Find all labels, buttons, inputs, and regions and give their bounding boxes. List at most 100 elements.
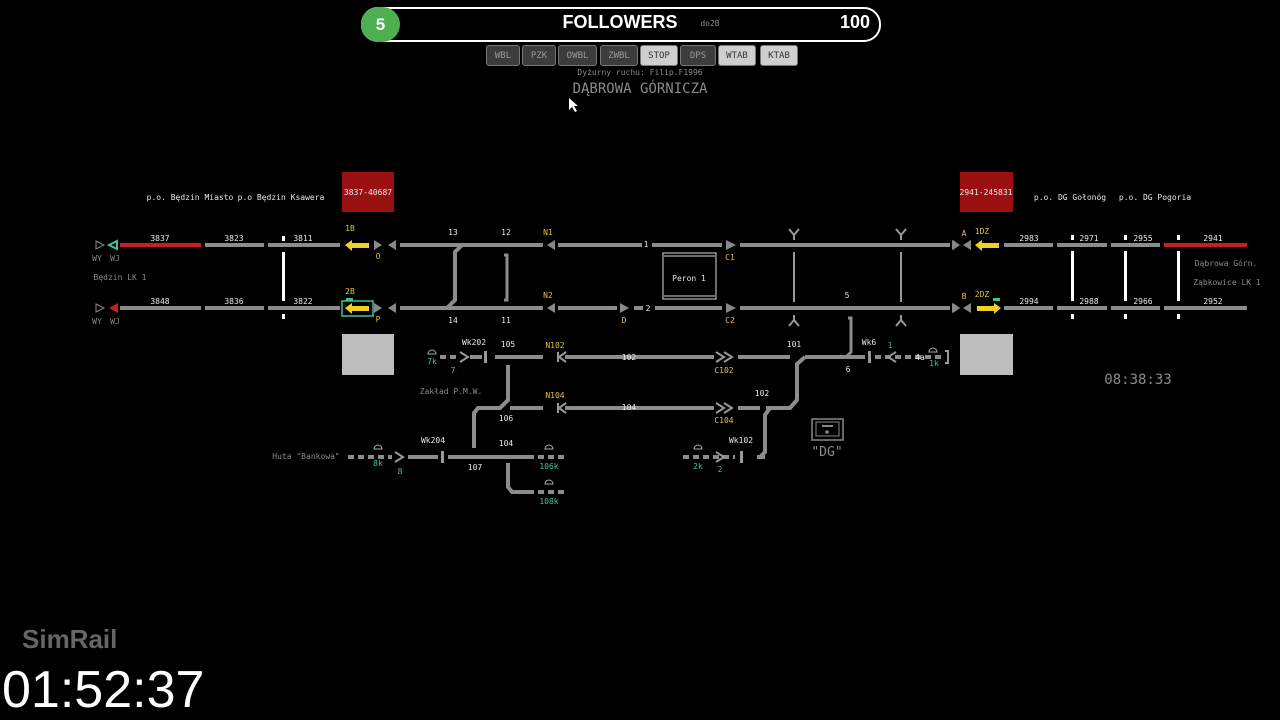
switch-label: 11 <box>501 316 511 325</box>
game-clock: 08:38:33 <box>1104 372 1171 388</box>
arrow-left-icon[interactable] <box>345 303 369 314</box>
signal-label: N1 <box>543 228 553 237</box>
switch-wk102[interactable] <box>757 406 772 459</box>
shunt-signal-1-icon[interactable] <box>886 351 897 363</box>
shunt-signal-2-icon[interactable] <box>715 451 726 463</box>
crossing-markers <box>788 228 907 327</box>
signal-n1-icon[interactable] <box>547 240 555 250</box>
signal-b-exit-icon[interactable] <box>952 303 960 313</box>
signal-label: C104 <box>714 416 733 425</box>
switch-label: 106 <box>499 414 514 423</box>
arrow-left-icon[interactable] <box>975 240 999 251</box>
shunt-label: Wk102 <box>729 436 753 445</box>
buffer-stop-icon <box>945 350 949 364</box>
signal-2b-label: 2B <box>345 287 355 296</box>
stop-button[interactable]: STOP <box>640 45 678 66</box>
signal-label: N104 <box>545 391 564 400</box>
signal-label: A <box>962 229 967 238</box>
shunt-label: 7 <box>451 366 456 375</box>
switch-label: 107 <box>468 463 483 472</box>
signal-label: C2 <box>725 316 735 325</box>
shunt-mark: 8k <box>373 459 383 468</box>
signal-n102-icon[interactable] <box>557 351 567 363</box>
empty-train-box-left[interactable] <box>342 334 394 375</box>
arrow-left-icon[interactable] <box>345 240 369 251</box>
train-number-right: 2941-245831 <box>960 188 1013 197</box>
station-bedzin-miasto: p.o. Będzin Miasto <box>147 193 234 202</box>
shunt-end-icon <box>373 444 383 450</box>
signal-a-icon[interactable] <box>963 240 971 250</box>
switch-label: 102 <box>755 389 770 398</box>
block-label: 3837 <box>150 234 169 243</box>
shunt-signal-wk102[interactable] <box>740 451 743 463</box>
shunt-signal-wk202[interactable] <box>484 351 487 363</box>
switch-branch-108[interactable] <box>506 463 534 494</box>
wj-top-icon[interactable] <box>106 239 118 251</box>
line-label-left: Będzin LK 1 <box>94 273 147 282</box>
train-box-right[interactable] <box>960 172 1013 212</box>
shunt-mark: 108k <box>539 497 558 506</box>
signal-entry-icon[interactable] <box>388 240 396 250</box>
switch-label: 104 <box>499 439 514 448</box>
status-marker <box>346 298 353 301</box>
block-label: 2966 <box>1133 297 1152 306</box>
signal-n104-icon[interactable] <box>557 402 567 414</box>
signal-c2-icon[interactable] <box>726 303 736 313</box>
switch-5-6[interactable] <box>844 316 853 359</box>
station-title: DĄBROWA GÓRNICZA <box>573 79 708 97</box>
empty-train-box-right[interactable] <box>960 334 1013 375</box>
owbl-button[interactable]: OWBL <box>558 45 597 66</box>
switch-label: 14 <box>448 316 458 325</box>
shunt-signal-8-icon[interactable] <box>394 451 405 463</box>
siding-label: Huta "Bankowa" <box>272 452 339 461</box>
shunt-signal-7-icon[interactable] <box>459 351 470 363</box>
switch-13-14[interactable] <box>445 243 470 310</box>
switch-label: 6 <box>846 365 851 374</box>
signal-d-icon[interactable] <box>620 303 629 313</box>
shunt-mark: 1k <box>929 359 939 368</box>
block-label: 2955 <box>1133 234 1152 243</box>
signal-p-icon[interactable] <box>374 303 382 313</box>
signal-n2-icon[interactable] <box>547 303 555 313</box>
dg-station-icon[interactable] <box>811 418 844 441</box>
selected-signal-frame[interactable] <box>341 300 374 317</box>
signal-a-exit-icon[interactable] <box>952 240 960 250</box>
wy-bottom-icon[interactable] <box>95 303 106 313</box>
switch-105-106[interactable] <box>472 365 510 448</box>
zwbl-button[interactable]: ZWBL <box>600 45 638 66</box>
signal-o-icon[interactable] <box>374 240 382 250</box>
track-label: 102 <box>622 353 637 362</box>
dps-button[interactable]: DPS <box>680 45 716 66</box>
arrow-right-icon[interactable] <box>977 303 1001 314</box>
wj-bottom-icon[interactable] <box>109 303 118 313</box>
shunt-label: 4a <box>915 353 925 362</box>
followers-count-badge: 5 <box>361 7 400 42</box>
shunt-end-icon <box>544 444 554 450</box>
signal-c1-icon[interactable] <box>726 240 736 250</box>
shunt-label: 1 <box>888 341 893 350</box>
signal-label: 2DZ <box>975 290 990 299</box>
shunt-signal-wk204[interactable] <box>441 451 444 463</box>
followers-goal: 100 <box>839 12 870 32</box>
wtab-button[interactable]: WTAB <box>718 45 756 66</box>
pzk-button[interactable]: PZK <box>522 45 556 66</box>
track-label: 2 <box>646 304 651 313</box>
ktab-button[interactable]: KTAB <box>760 45 798 66</box>
switch-label: 5 <box>845 291 850 300</box>
block-label: 2971 <box>1079 234 1098 243</box>
switch-12-11[interactable] <box>504 253 509 302</box>
signal-b-icon[interactable] <box>963 303 971 313</box>
block-label: 2983 <box>1019 234 1038 243</box>
wy-top-icon[interactable] <box>95 240 106 250</box>
signal-c102-icon[interactable] <box>715 351 734 363</box>
line-label-right: Dąbrowa Górn. <box>1195 258 1258 268</box>
signal-c104-icon[interactable] <box>715 402 734 414</box>
signal-entry-icon[interactable] <box>388 303 396 313</box>
shunt-end-icon <box>544 479 554 485</box>
wbl-button[interactable]: WBL <box>486 45 520 66</box>
signal-1b-label: 1B <box>345 224 355 233</box>
shunt-end-icon <box>928 347 938 353</box>
switch-101-102[interactable] <box>766 355 807 410</box>
train-box-left[interactable] <box>342 172 394 212</box>
shunt-signal-wk6[interactable] <box>868 351 871 363</box>
